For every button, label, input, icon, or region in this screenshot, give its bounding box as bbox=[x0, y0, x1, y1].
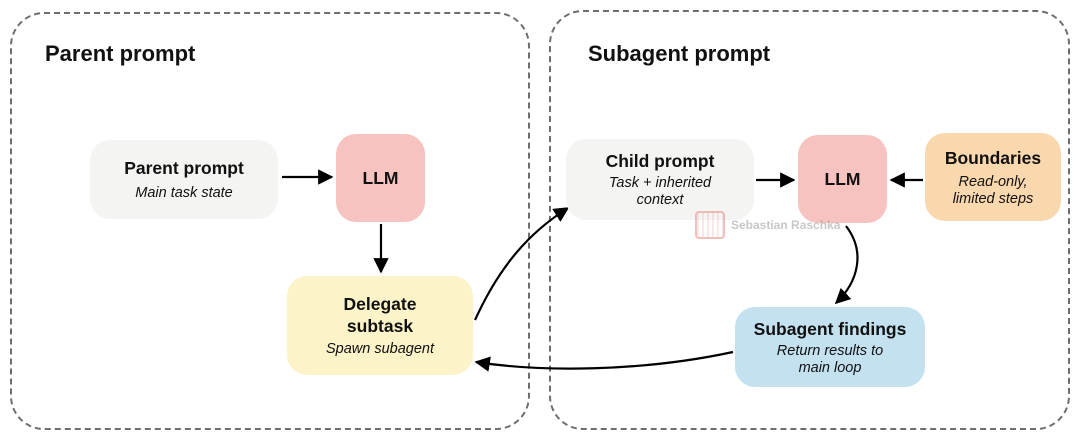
boundaries-title: Boundaries bbox=[944, 147, 1042, 168]
arrow-delegate-to-child bbox=[473, 207, 570, 321]
child-prompt-subtitle-line1: Task + inherited bbox=[608, 175, 712, 191]
child-prompt-title: Child prompt bbox=[605, 151, 715, 171]
boundaries-subtitle-line2: limited steps bbox=[952, 190, 1034, 207]
logo-icon bbox=[695, 211, 725, 239]
subagent-llm-node: LLM bbox=[798, 135, 887, 223]
parent-prompt-node: Parent prompt Main task state bbox=[90, 140, 278, 219]
delegate-title-line2: subtask bbox=[346, 316, 414, 336]
parent-llm-node: LLM bbox=[336, 134, 425, 222]
arrow-llm-to-findings bbox=[834, 225, 859, 305]
child-prompt-subtitle-line2: context bbox=[636, 192, 684, 208]
boundaries-subtitle-line1: Read-only, bbox=[958, 173, 1028, 190]
subagent-findings-node: Subagent findings Return results to main… bbox=[735, 307, 925, 387]
findings-title: Subagent findings bbox=[753, 318, 907, 339]
delegate-subtask-node: Delegate subtask Spawn subagent bbox=[287, 276, 473, 375]
subagent-panel-title: Subagent prompt bbox=[588, 41, 771, 66]
boundaries-node: Boundaries Read-only, limited steps bbox=[925, 133, 1061, 221]
parent-panel-title: Parent prompt bbox=[45, 41, 196, 66]
subagent-llm-label: LLM bbox=[824, 169, 861, 189]
child-prompt-node: Child prompt Task + inherited context bbox=[566, 139, 754, 220]
watermark-text: Sebastian Raschka bbox=[731, 218, 841, 232]
parent-prompt-node-subtitle: Main task state bbox=[135, 185, 233, 201]
parent-llm-label: LLM bbox=[362, 168, 399, 188]
parent-prompt-panel bbox=[10, 12, 530, 430]
parent-prompt-node-title: Parent prompt bbox=[124, 158, 244, 178]
watermark: Sebastian Raschka bbox=[695, 211, 840, 239]
findings-subtitle-line2: main loop bbox=[798, 359, 862, 376]
arrow-findings-to-delegate bbox=[474, 350, 734, 372]
delegate-subtitle: Spawn subagent bbox=[325, 341, 435, 357]
findings-subtitle-line1: Return results to bbox=[776, 342, 884, 359]
delegate-title-line1: Delegate bbox=[343, 294, 417, 314]
